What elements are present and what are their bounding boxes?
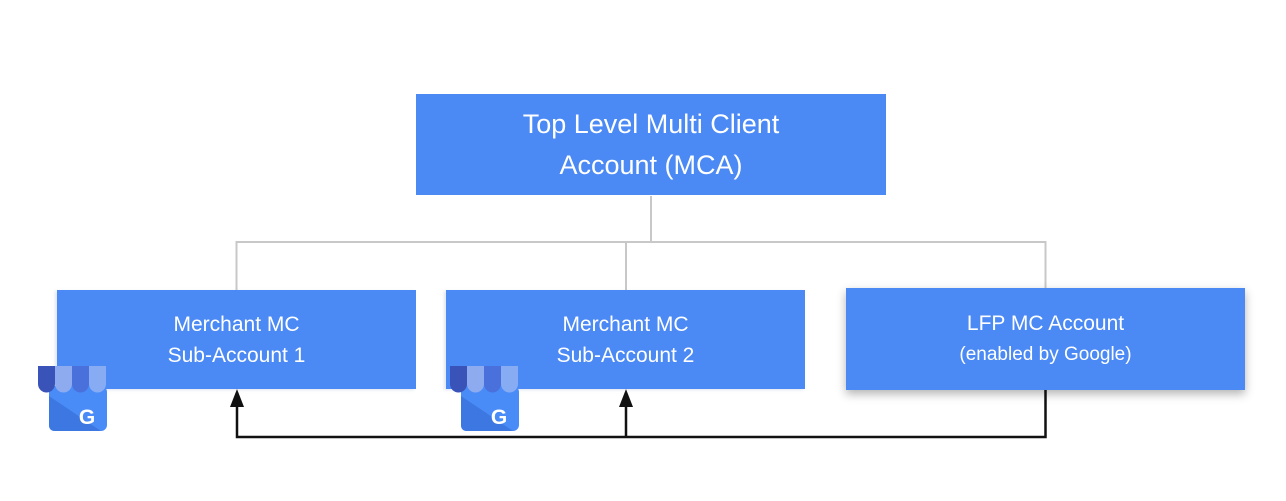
node-merchant-sub-account-1: Merchant MC Sub-Account 1	[57, 290, 416, 389]
node-label-line: Merchant MC	[173, 312, 300, 336]
node-merchant-sub-account-2: Merchant MC Sub-Account 2	[446, 290, 805, 389]
lfp-feed-arrows	[230, 389, 1047, 439]
google-g-letter: G	[79, 406, 95, 429]
arrowhead-sub-account-2	[619, 389, 633, 407]
google-business-storefront-icon: G	[450, 366, 519, 431]
node-label-line: Sub-Account 2	[556, 343, 695, 367]
node-lfp-mc-account: LFP MC Account (enabled by Google)	[846, 288, 1245, 390]
node-label-line: Merchant MC	[562, 312, 689, 336]
storefront-awning	[450, 366, 518, 393]
node-label-line: Account (MCA)	[559, 149, 743, 180]
node-label-line: Top Level Multi Client	[522, 108, 780, 139]
arrowhead-sub-account-1	[230, 389, 244, 407]
node-label-line: (enabled by Google)	[959, 344, 1132, 365]
google-business-storefront-icon: G	[38, 366, 107, 431]
storefront-awning	[38, 366, 106, 393]
node-label-line: LFP MC Account	[966, 312, 1125, 335]
node-label-line: Sub-Account 1	[167, 343, 306, 367]
hierarchy-tree-lines	[235, 196, 1047, 290]
node-top-level-mca: Top Level Multi Client Account (MCA)	[416, 94, 886, 195]
google-g-letter: G	[491, 406, 507, 429]
